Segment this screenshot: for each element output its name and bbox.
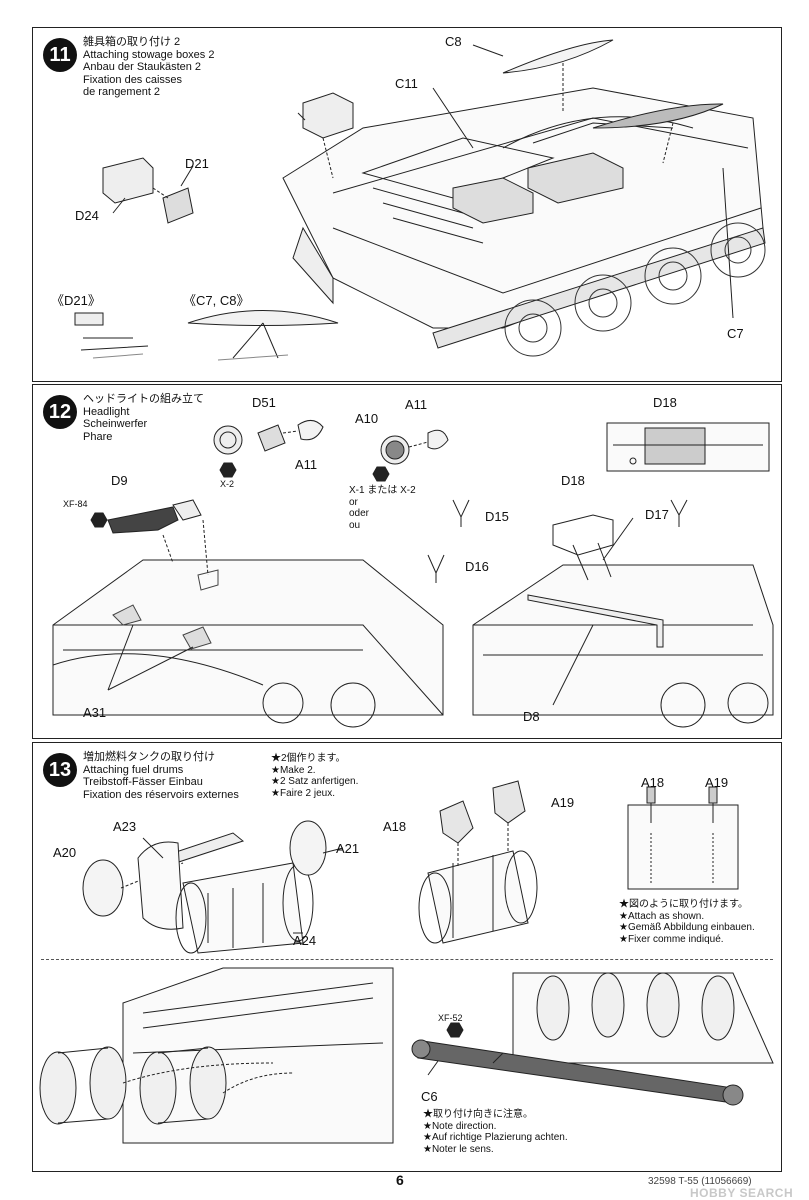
- part-label-c6: C6: [421, 1089, 438, 1104]
- section-divider: [41, 959, 773, 960]
- direction-note: ★取り付け向きに注意。 ★Note direction. ★Auf richti…: [423, 1109, 568, 1155]
- paint-alt-en: or: [349, 496, 358, 508]
- step-12-drawing: [52, 420, 774, 728]
- paint-code-xf52: XF-52: [438, 1013, 463, 1023]
- title-de: Anbau der Staukästen 2: [83, 61, 202, 73]
- part-label-d9: D9: [111, 473, 128, 488]
- step-13-panel: 13 増加燃料タンクの取り付け Attaching fuel drums Tre…: [32, 742, 782, 1172]
- attach-note-jp: ★図のように取り付けます。: [619, 899, 748, 910]
- part-label-a19: A19: [551, 795, 575, 810]
- paint-alt-de: oder: [349, 508, 370, 519]
- step-12-panel: 12 ヘッドライトの組み立て Headlight Scheinwerfer Ph…: [32, 384, 782, 739]
- make-two-fr: ★Faire 2 jeux.: [271, 787, 335, 799]
- part-label-a20: A20: [53, 845, 77, 860]
- title-jp: ヘッドライトの組み立て: [83, 393, 204, 405]
- part-label-c8: C8: [445, 34, 462, 49]
- make-two-en: ★Make 2.: [271, 764, 316, 776]
- part-label-c11: C11: [395, 76, 418, 91]
- paint-alt-fr: ou: [349, 519, 361, 531]
- step-number-badge: 13: [43, 753, 77, 787]
- part-label-d24: D24: [75, 208, 99, 223]
- make-two-note: ★2個作ります。 ★Make 2. ★2 Satz anfertigen. ★F…: [271, 753, 358, 799]
- title-fr-cont: de rangement 2: [83, 86, 161, 98]
- title-en: Headlight: [83, 405, 130, 418]
- part-label-d21: D21: [185, 156, 209, 171]
- attach-note: ★図のように取り付けます。 ★Attach as shown. ★Gemäß A…: [619, 899, 755, 945]
- title-en: Attaching fuel drums: [83, 763, 184, 776]
- direction-note-jp: ★取り付け向きに注意。: [423, 1109, 533, 1120]
- detail-label-c7-c8: 《C7, C8》: [183, 293, 250, 308]
- page-number: 6: [396, 1172, 404, 1188]
- attach-note-fr: ★Fixer comme indiqué.: [619, 933, 724, 945]
- make-two-jp: ★2個作ります。: [271, 753, 346, 764]
- part-label-a31: A31: [83, 705, 107, 720]
- product-code: 32598 T-55 (11056669): [648, 1176, 752, 1187]
- title-fr: Fixation des réservoirs externes: [83, 788, 239, 801]
- step-title-block: ヘッドライトの組み立て Headlight Scheinwerfer Phare: [83, 393, 204, 443]
- step-title-block: 雑具箱の取り付け 2 Attaching stowage boxes 2 Anb…: [83, 36, 214, 99]
- part-label-d8: D8: [523, 709, 540, 724]
- title-en: Attaching stowage boxes 2: [83, 48, 215, 61]
- title-fr: Fixation des caisses: [83, 73, 183, 86]
- step-13-drawing: [39, 780, 774, 1144]
- title-jp: 増加燃料タンクの取り付け: [83, 751, 215, 763]
- part-label-c7: C7: [727, 326, 744, 341]
- attach-note-de: ★Gemäß Abbildung einbauen.: [619, 922, 755, 933]
- direction-note-fr: ★Noter le sens.: [423, 1143, 494, 1155]
- part-label-d51: D51: [252, 395, 276, 410]
- part-label-a19-detail: A19: [705, 775, 729, 790]
- paint-alternatives: X-1 または X-2 or oder ou: [349, 485, 416, 531]
- attach-note-en: ★Attach as shown.: [619, 910, 705, 922]
- part-label-a24: A24: [293, 933, 317, 948]
- part-label-d18: D18: [561, 473, 585, 488]
- direction-note-en: ★Note direction.: [423, 1120, 497, 1132]
- title-fr: Phare: [83, 430, 113, 443]
- part-label-a11: A11: [295, 457, 318, 472]
- title-de: Treibstoff-Fässer Einbau: [83, 776, 203, 788]
- part-label-a18: A18: [383, 819, 407, 834]
- watermark-logo: HOBBY SEARCH: [690, 1186, 794, 1200]
- title-jp: 雑具箱の取り付け 2: [83, 36, 181, 48]
- title-de: Scheinwerfer: [83, 418, 148, 430]
- step-title-block: 増加燃料タンクの取り付け Attaching fuel drums Treibs…: [83, 751, 239, 801]
- step-11-drawing: [74, 39, 766, 361]
- part-label-a23: A23: [113, 819, 137, 834]
- part-label-d17: D17: [645, 507, 669, 522]
- detail-label-d21: 《D21》: [51, 293, 101, 308]
- paint-code-x2: X-2: [220, 479, 235, 489]
- part-label-d15: D15: [485, 509, 509, 524]
- step-11-panel: 11 雑具箱の取り付け 2 Attaching stowage boxes 2 …: [32, 27, 782, 382]
- step-number-badge: 12: [43, 395, 77, 429]
- part-label-d18-top: D18: [653, 395, 677, 410]
- part-label-d16: D16: [465, 559, 489, 574]
- part-label-a21: A21: [336, 841, 360, 856]
- paint-code-xf84: XF-84: [63, 499, 88, 509]
- part-label-a11-alt: A11: [405, 397, 428, 412]
- step-number-badge: 11: [43, 38, 77, 72]
- part-label-a10: A10: [355, 411, 379, 426]
- direction-note-de: ★Auf richtige Plazierung achten.: [423, 1132, 568, 1143]
- part-label-a18-detail: A18: [641, 775, 665, 790]
- make-two-de: ★2 Satz anfertigen.: [271, 776, 359, 787]
- paint-alt-jp: X-1 または X-2: [349, 485, 416, 496]
